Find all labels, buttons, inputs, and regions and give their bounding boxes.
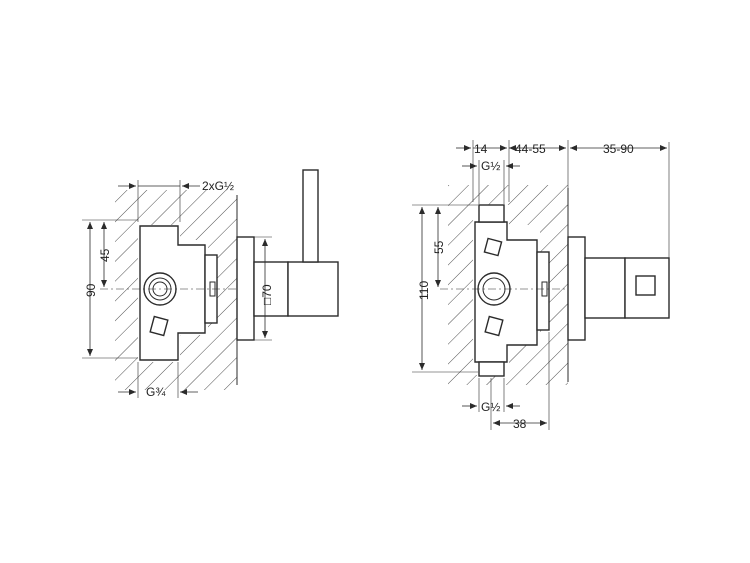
label-bottom-thread: G½ xyxy=(481,400,500,414)
left-handle xyxy=(253,169,339,317)
left-view: 2xG½ 90 45 □70 G¾ xyxy=(82,169,339,399)
label-height-half-left: 45 xyxy=(98,248,112,262)
dim-top-chain: 14 44-55 35-90 xyxy=(456,140,667,202)
dim-height-total-right: 110 xyxy=(412,204,478,373)
label-height-half-right: 55 xyxy=(432,240,446,254)
dim-cover-size: □70 xyxy=(254,236,274,341)
label-cover-size: □70 xyxy=(260,284,274,305)
left-valve-body xyxy=(139,225,218,361)
label-wall-depth: 44-55 xyxy=(515,142,546,156)
label-height-total-left: 90 xyxy=(84,283,98,297)
label-outlet-thread: 2xG½ xyxy=(202,179,234,193)
dim-outlet-thread: 2xG½ xyxy=(118,179,234,222)
dim-bottom-thread: G½ xyxy=(462,378,520,414)
right-handle xyxy=(584,142,670,319)
dim-height-total-left: 90 xyxy=(82,219,138,359)
right-view: 14 44-55 35-90 G½ 110 55 xyxy=(412,140,670,431)
dim-height-half-right: 55 xyxy=(432,207,446,287)
dim-body-depth: 38 xyxy=(490,332,550,431)
left-cover-plate xyxy=(236,236,255,341)
label-top-thread: G½ xyxy=(481,159,500,173)
dim-inlet-thread: G¾ xyxy=(118,362,198,399)
label-inlet-thread: G¾ xyxy=(146,385,166,399)
label-height-total-right: 110 xyxy=(417,281,431,300)
right-valve-body xyxy=(474,204,550,377)
label-body-depth: 38 xyxy=(513,417,527,431)
dim-top-thread: G½ xyxy=(462,159,520,204)
dim-height-half-left: 45 xyxy=(98,222,112,287)
label-extension: 35-90 xyxy=(603,142,634,156)
label-top-offset: 14 xyxy=(474,142,488,156)
right-cover-plate xyxy=(567,236,586,341)
